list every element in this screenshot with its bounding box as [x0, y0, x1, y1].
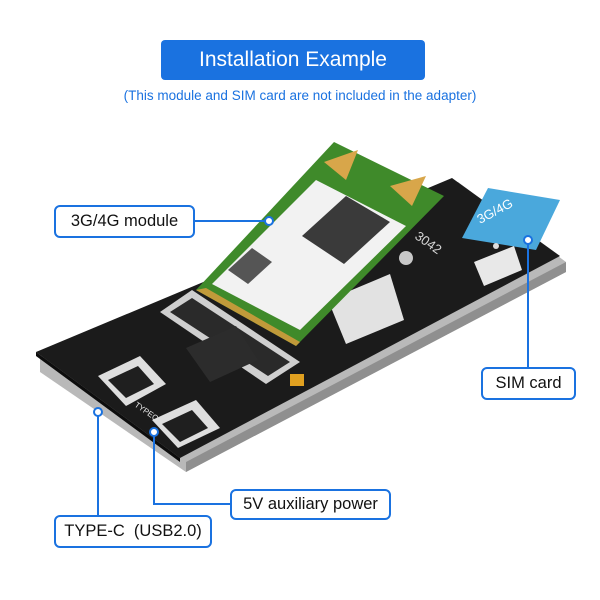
qr-code-small — [228, 248, 272, 284]
heatsink-block — [186, 326, 258, 382]
metal-base-edge — [186, 262, 566, 472]
callout-dot-sim — [523, 235, 533, 245]
capacitor — [290, 374, 304, 386]
sim-card — [462, 188, 560, 250]
typec-port-power — [162, 410, 208, 442]
standoff-screw — [399, 251, 413, 265]
page-subtitle: (This module and SIM card are not includ… — [123, 88, 477, 103]
pcb-edge — [36, 352, 180, 462]
mesh-pad — [328, 274, 404, 344]
callout-aux-power: 5V auxiliary power — [230, 489, 391, 520]
callout-typec: TYPE-C (USB2.0) — [54, 515, 212, 548]
antenna-pad-1 — [324, 150, 358, 180]
callout-line-power — [153, 432, 230, 505]
typec-port-usb — [108, 366, 154, 398]
callout-lines — [97, 220, 529, 515]
qr-code — [302, 196, 390, 264]
mounting-hole — [493, 243, 499, 249]
antenna-pad-2 — [390, 176, 426, 206]
callout-3g4g-module: 3G/4G module — [54, 205, 195, 238]
callout-dot-power — [149, 427, 159, 437]
module-gold-fingers — [196, 288, 300, 346]
sim-slot — [474, 246, 522, 286]
callout-dot-typec — [93, 407, 103, 417]
page-title: Installation Example — [161, 40, 425, 80]
callout-dot-module — [264, 216, 274, 226]
callout-sim-card: SIM card — [481, 367, 576, 400]
